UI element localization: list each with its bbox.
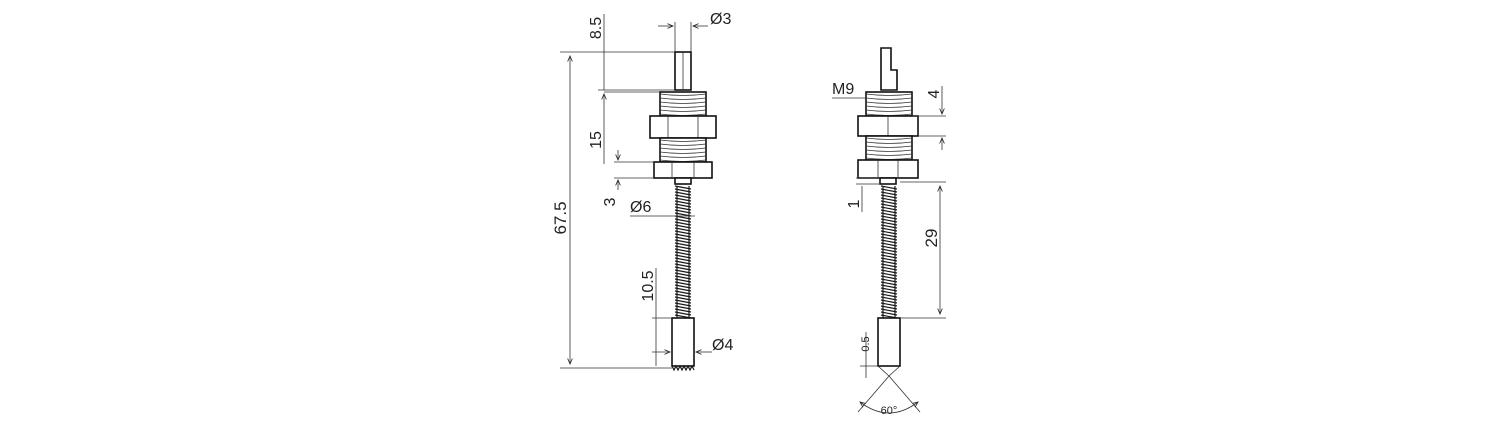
right-tip: [877, 317, 901, 367]
dim-tip-length: 10.5: [640, 268, 672, 366]
svg-text:Ø3: Ø3: [710, 11, 731, 28]
dim-tip-gap: 0.5: [860, 332, 878, 378]
left-hex-nut: [649, 115, 717, 139]
right-spring: [880, 185, 898, 319]
dim-nut-thickness: 4: [912, 86, 946, 150]
dim-tip-angle: 60°: [857, 375, 921, 417]
left-upper-thread: [659, 91, 707, 117]
svg-text:15: 15: [588, 131, 605, 149]
svg-text:Ø4: Ø4: [712, 337, 733, 354]
svg-text:10.5: 10.5: [640, 270, 657, 301]
dim-spring-length: 29: [900, 181, 946, 319]
svg-text:0.5: 0.5: [860, 336, 872, 351]
right-pin: [880, 47, 898, 91]
dim-spring-diameter: Ø6: [630, 199, 695, 217]
dim-tip-diameter: Ø4: [652, 337, 733, 354]
dim-thread-length: 15: [588, 91, 660, 164]
svg-text:1: 1: [846, 199, 863, 208]
right-flange-nut: [857, 159, 919, 179]
svg-text:3: 3: [602, 197, 619, 206]
right-view: M9 4 1 29 0.5: [832, 47, 946, 417]
left-view: 67.5 8.5 Ø3 15 3: [551, 11, 733, 372]
svg-text:60°: 60°: [881, 405, 898, 417]
svg-text:M9: M9: [832, 81, 854, 98]
dim-pin-length: 8.5: [588, 14, 675, 91]
left-flange-nut: [653, 161, 713, 179]
dim-thread-size: M9: [832, 81, 866, 99]
dim-pin-diameter: Ø3: [658, 11, 731, 52]
svg-text:8.5: 8.5: [588, 17, 605, 39]
dim-nut-height: 3: [602, 150, 654, 206]
dim-gap: 1: [846, 177, 880, 212]
left-spring: [674, 185, 692, 319]
dim-overall-length: 67.5: [551, 51, 675, 369]
svg-text:Ø6: Ø6: [630, 199, 651, 216]
right-lower-thread: [865, 135, 913, 161]
left-lower-thread: [659, 137, 707, 163]
right-upper-thread: [865, 91, 913, 117]
svg-text:67.5: 67.5: [551, 201, 570, 234]
left-tip: [671, 317, 695, 367]
svg-text:4: 4: [926, 89, 943, 98]
svg-text:29: 29: [922, 229, 941, 248]
